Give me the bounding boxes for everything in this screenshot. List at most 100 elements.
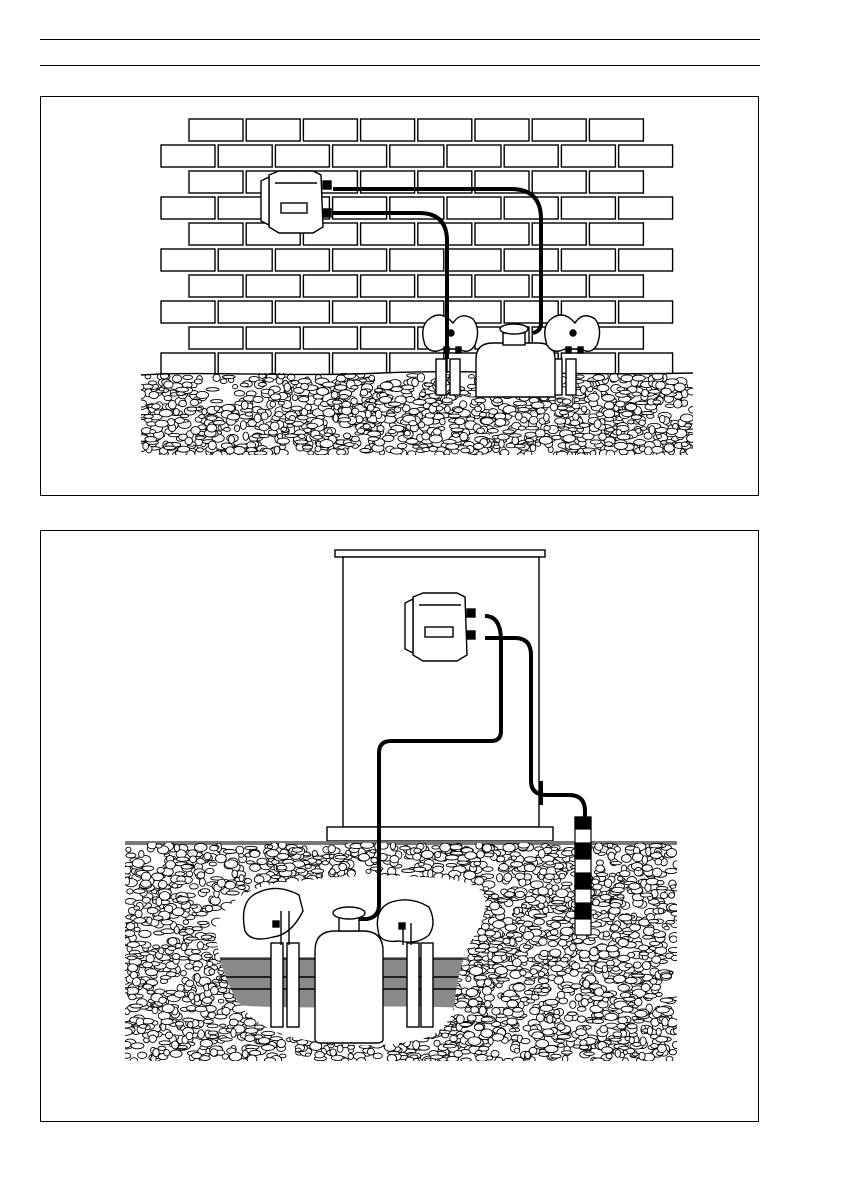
pebble [428,870,433,878]
pebble [130,1004,142,1008]
pebble [299,397,309,402]
pebble [604,409,615,417]
pebble [202,409,207,415]
pebble [485,891,493,895]
pebble [648,919,658,923]
pebble [187,407,197,411]
pebble [673,861,680,869]
pebble [351,386,358,390]
pebble [143,443,149,450]
brick [390,249,444,271]
pebble [556,1039,564,1043]
pebble [530,969,537,975]
pebble [187,1006,197,1011]
pebble [469,375,475,379]
pebble [621,1006,633,1012]
pebble [186,937,198,940]
pebble [627,1024,637,1029]
pebble [352,408,359,414]
pebble [460,432,468,440]
pebble [514,444,525,448]
pebble [483,887,488,891]
meter-unit [405,593,475,661]
pebble [498,899,508,902]
pebble [604,879,611,887]
brick [218,301,272,323]
pebble [481,923,489,930]
pebble [521,1038,530,1043]
pebble [665,404,674,407]
pebble [206,388,219,391]
pebble [528,958,533,962]
pebble [534,914,547,917]
pebble [656,435,661,439]
pebble [552,435,561,439]
pebble [161,1019,173,1025]
pebble [345,443,354,447]
pebble [299,434,305,438]
pebble [425,413,434,418]
pebble [493,921,506,929]
pebble [584,1052,595,1055]
pebble [505,892,515,897]
pebble [686,448,696,456]
pebble [241,401,248,409]
pebble [562,882,573,886]
pebble [600,894,611,900]
pebble [491,894,499,899]
pebble [287,424,294,427]
pebble [650,979,657,985]
pebble [390,856,399,863]
pebble [220,1038,232,1041]
pebble [432,403,439,407]
pebble [649,844,662,848]
pebble [525,896,536,902]
pebble [551,965,563,972]
pebble [651,446,663,453]
brick [189,171,243,193]
brick [475,223,529,245]
pebble [625,964,632,968]
pebble [367,404,374,411]
pebble [514,908,520,915]
pebble [417,373,424,382]
pebble [315,1052,325,1058]
right-pipe-clamp [377,900,433,942]
pebble [646,878,658,885]
pebble [218,988,227,993]
pebble [413,445,420,448]
pebble [468,1037,481,1046]
pebble [234,391,244,397]
pebble [159,892,170,901]
pebble [370,850,376,853]
pebble [632,375,645,381]
pebble [509,434,521,437]
pebble [123,989,128,993]
pebble [122,1041,132,1047]
pebble [618,955,630,961]
pebble [599,951,610,958]
pebble [562,399,571,404]
pebble [261,412,268,420]
pebble [335,855,347,859]
pebble [557,1024,565,1031]
pebble [207,961,213,966]
pebble [671,955,679,960]
pebble [670,936,678,943]
header-rule-bottom [40,65,760,66]
pebble [198,921,209,924]
pebble [142,897,150,903]
pebble [157,867,164,873]
pebble [660,998,673,1002]
pebble [373,1053,382,1059]
pebble [429,446,438,451]
pebble [524,990,532,994]
brick [218,353,272,375]
pebble [425,1058,431,1061]
pebble [541,988,549,992]
pebble [348,1053,353,1059]
pebble [686,429,699,433]
pebble [468,999,478,1007]
pebble [610,903,621,908]
pebble [642,389,649,396]
